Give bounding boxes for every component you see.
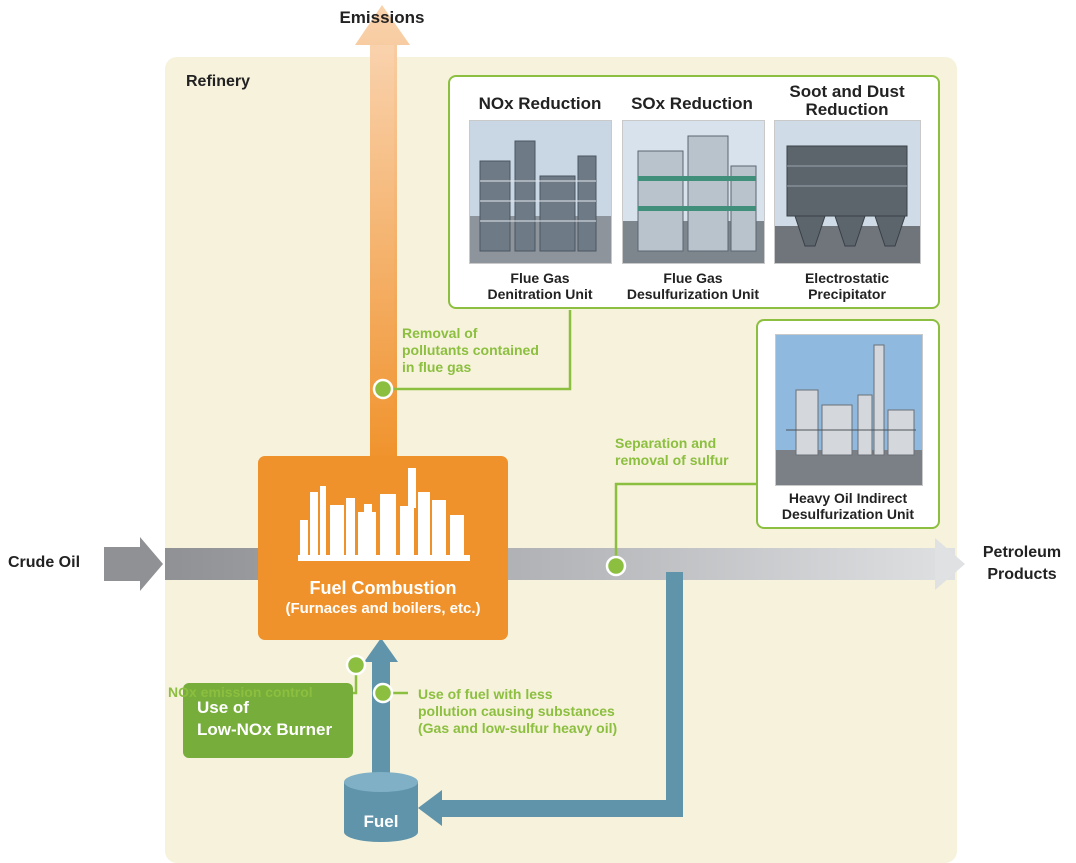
main-flow-arrowhead — [935, 538, 965, 590]
fuel-label: Fuel — [363, 812, 399, 831]
emissions-arrow-shaft — [370, 45, 394, 465]
denitration-unit-photo — [469, 120, 612, 264]
petroleum-products-line2: Products — [987, 566, 1057, 583]
low-nox-burner-label: Use of Low-NOx Burner — [197, 697, 332, 741]
precipitator-caption: Electrostatic Precipitator — [766, 270, 928, 302]
fuel-tank-body — [344, 782, 418, 842]
denitration-unit-caption: Flue Gas Denitration Unit — [459, 270, 621, 302]
soot-title-line2: Reduction — [805, 100, 889, 119]
heavy-oil-caption-line2: Desulfurization Unit — [781, 506, 915, 522]
emissions-label: Emissions — [339, 8, 425, 27]
fuel-use-annotation: Use of fuel with less pollution causing … — [418, 686, 617, 737]
soot-caption-line1: Electrostatic — [804, 270, 890, 286]
soot-caption-line2: Precipitator — [808, 286, 886, 302]
removal-line2: pollutants contained — [402, 342, 539, 358]
heavy-oil-desulfurization-photo — [775, 334, 923, 486]
fuel-return-arrowhead — [418, 790, 442, 826]
fuel-use-node — [372, 682, 394, 704]
sox-caption-line1: Flue Gas — [663, 270, 723, 286]
emissions-arrow — [355, 5, 410, 462]
combustion-title: Fuel Combustion — [309, 578, 457, 598]
fuel-supply-arrowhead — [364, 638, 398, 662]
factory-icon — [298, 468, 470, 561]
nox-reduction-title: NOx Reduction — [478, 94, 602, 113]
heavy-oil-caption-line1: Heavy Oil Indirect — [788, 490, 908, 506]
soot-title-line1: Soot and Dust — [789, 82, 905, 101]
removal-line3: in flue gas — [402, 359, 472, 375]
flue-gas-connector — [383, 310, 572, 391]
fuel-supply-pipe — [372, 660, 390, 780]
fuel-return-pipe-horizontal — [438, 800, 683, 817]
desulfurization-unit-photo — [622, 120, 765, 264]
fuel-tank-top — [344, 772, 418, 792]
combustion-subtitle: (Furnaces and boilers, etc.) — [285, 600, 481, 617]
nox-control-annotation: NOx emission control — [168, 684, 313, 700]
separation-line2: removal of sulfur — [615, 452, 729, 468]
flue-gas-removal-annotation: Removal of pollutants contained in flue … — [402, 325, 539, 376]
sulfur-separation-annotation: Separation and removal of sulfur — [615, 435, 729, 469]
nox-caption-line2: Denitration Unit — [487, 286, 593, 302]
low-nox-line2: Low-NOx Burner — [197, 720, 333, 739]
separation-line1: Separation and — [615, 435, 717, 451]
petroleum-products-label: Petroleum Products — [970, 542, 1074, 586]
crude-oil-label: Crude Oil — [8, 554, 81, 571]
soot-dust-reduction-title: Soot and Dust Reduction — [766, 83, 928, 119]
desulfurization-unit-caption: Flue Gas Desulfurization Unit — [605, 270, 781, 302]
sox-reduction-title: SOx Reduction — [631, 94, 753, 113]
crude-oil-arrow — [104, 537, 163, 591]
fuel-use-line2: pollution causing substances — [418, 703, 615, 719]
fuel-use-line3: (Gas and low-sulfur heavy oil) — [418, 720, 618, 736]
refinery-label: Refinery — [186, 73, 251, 90]
sulfur-node — [605, 555, 627, 577]
sulfur-connector — [614, 482, 757, 566]
nox-control-node — [345, 654, 367, 676]
fuel-use-line1: Use of fuel with less — [418, 686, 553, 702]
electrostatic-precipitator-photo — [774, 120, 921, 264]
low-nox-line1: Use of — [197, 698, 249, 717]
flue-gas-node — [372, 378, 394, 400]
petroleum-products-line1: Petroleum — [982, 544, 1062, 561]
low-nox-burner-box — [183, 683, 353, 758]
heavy-oil-caption: Heavy Oil Indirect Desulfurization Unit — [757, 490, 939, 522]
nox-caption-line1: Flue Gas — [510, 270, 570, 286]
removal-line1: Removal of — [402, 325, 478, 341]
fuel-return-pipe-vertical — [666, 572, 683, 816]
sox-caption-line2: Desulfurization Unit — [626, 286, 760, 302]
